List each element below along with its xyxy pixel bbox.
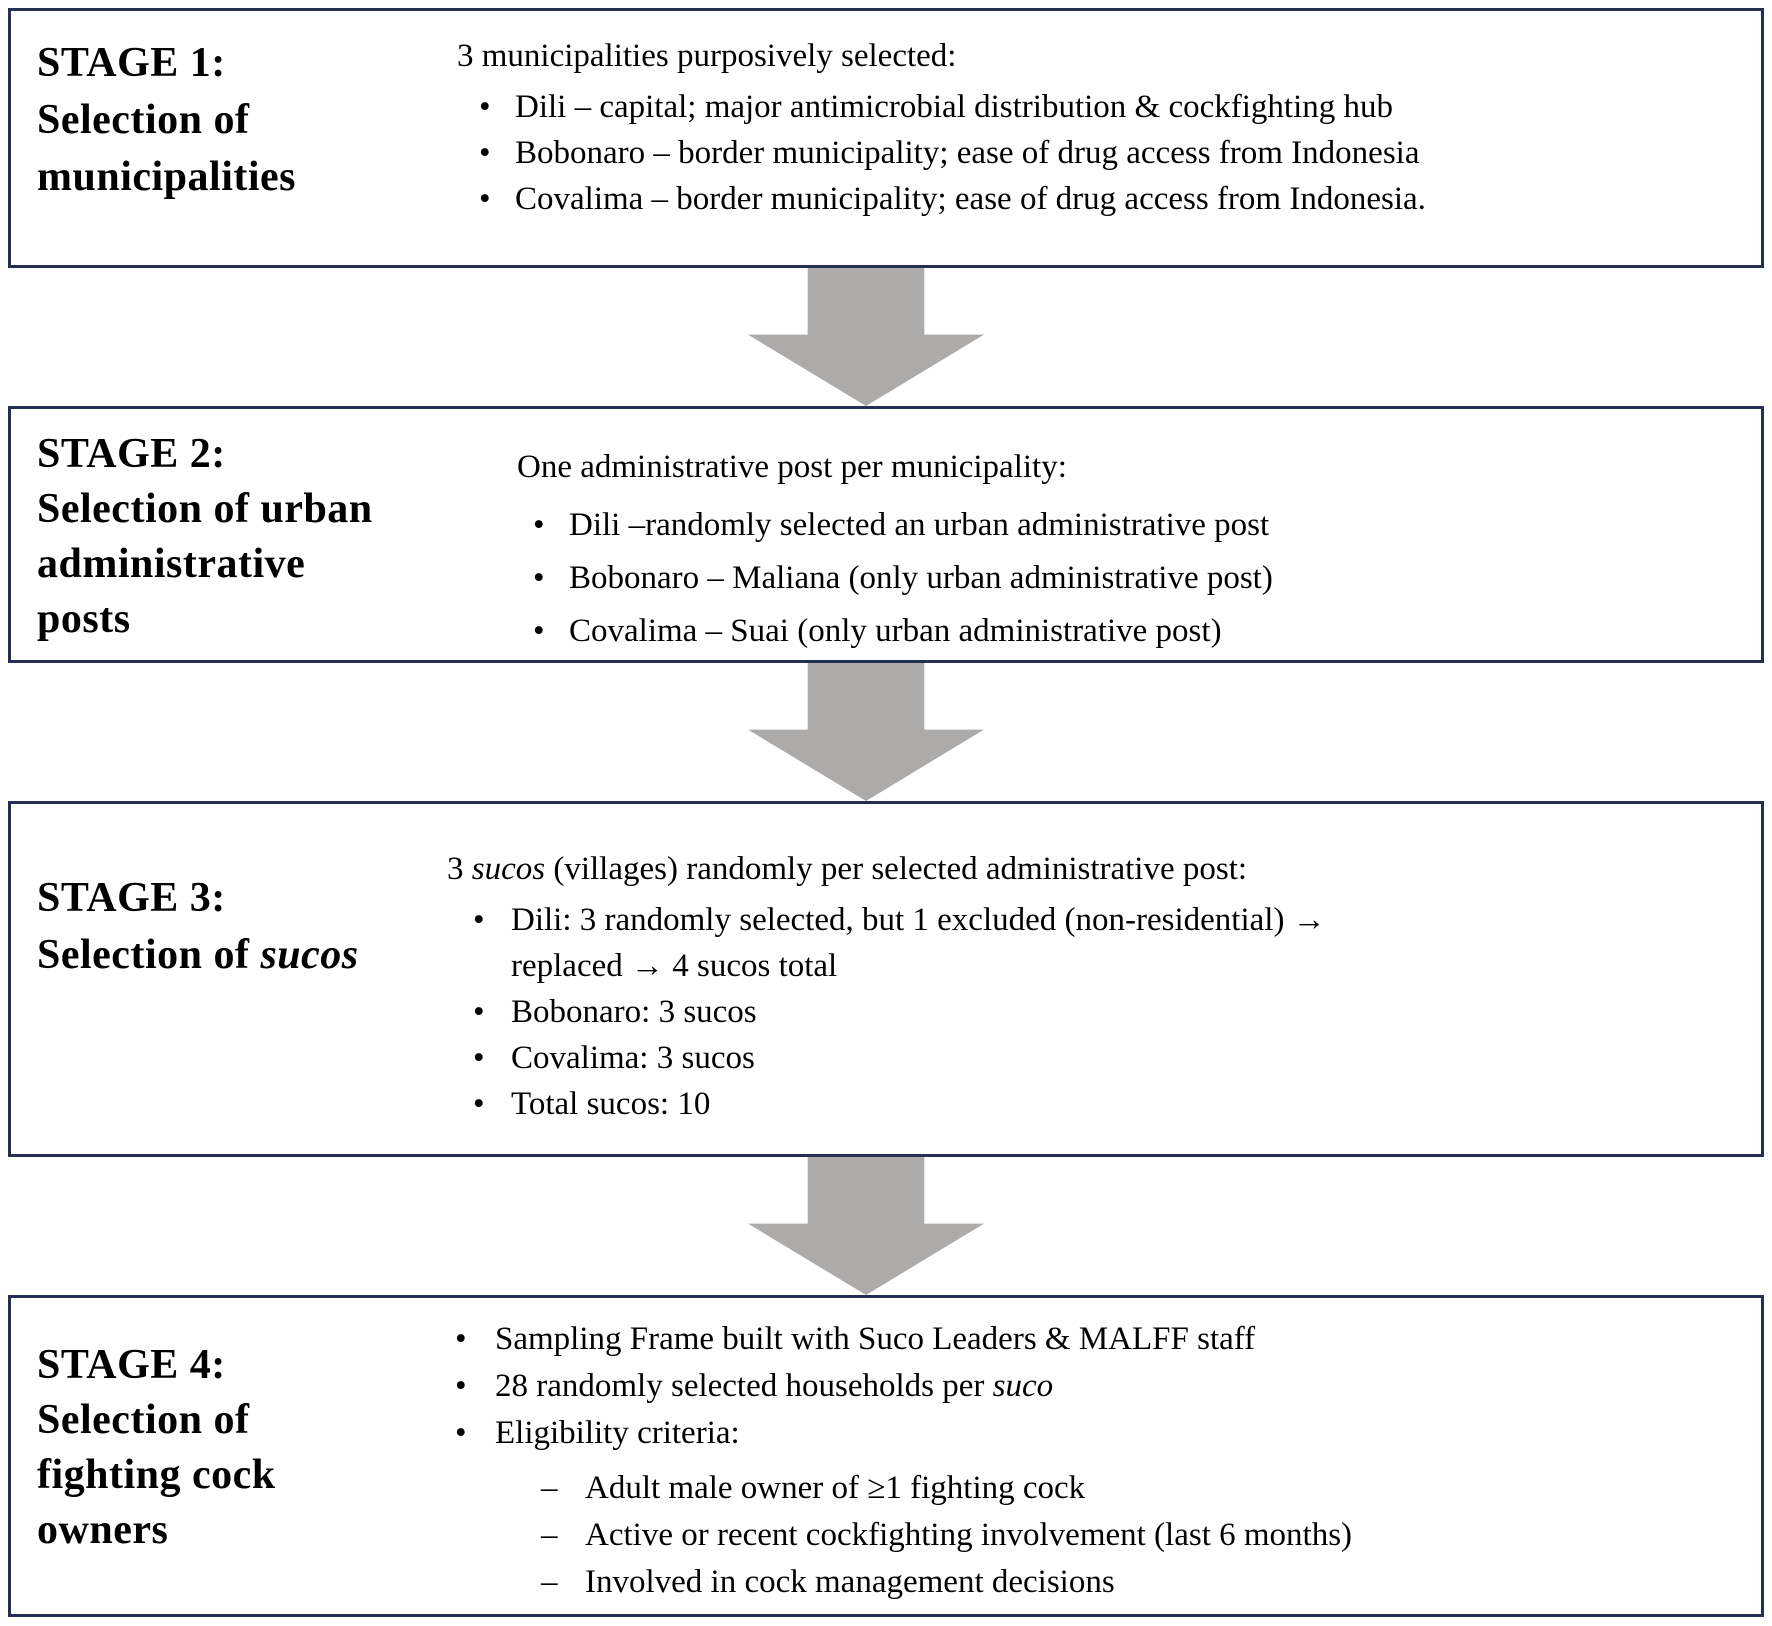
dash-marker: – bbox=[541, 1470, 558, 1506]
sub-bullet-text: Active or recent cockfighting involvemen… bbox=[585, 1517, 1353, 1553]
bullet-italic-word: suco bbox=[992, 1368, 1054, 1404]
bullet-marker: • bbox=[479, 89, 491, 125]
bullet-continuation: replaced → 4 sucos total bbox=[447, 943, 1749, 989]
title-line: Selection of urban bbox=[37, 486, 373, 532]
intro-italic-word: sucos bbox=[471, 851, 546, 887]
bullet-item: • Bobonaro – Maliana (only urban adminis… bbox=[517, 552, 1749, 605]
bullet-text: Dili – capital; major antimicrobial dist… bbox=[515, 89, 1393, 125]
stage-2-content: One administrative post per municipality… bbox=[517, 409, 1761, 660]
down-arrow-1 bbox=[748, 266, 984, 406]
stage-box-2: STAGE 2: Selection of urban administrati… bbox=[8, 406, 1764, 663]
bullet-item: • Eligibility criteria: bbox=[447, 1410, 1749, 1457]
stage-4-content: • Sampling Frame built with Suco Leaders… bbox=[447, 1298, 1761, 1614]
sub-bullet-item: – Adult male owner of ≥1 fighting cock bbox=[447, 1465, 1749, 1512]
bullet-text: Sampling Frame built with Suco Leaders &… bbox=[495, 1321, 1256, 1357]
bullet-text: Dili –randomly selected an urban adminis… bbox=[569, 507, 1270, 543]
bullet-item: • Bobonaro: 3 sucos bbox=[447, 989, 1749, 1035]
intro-line: 3 municipalities purposively selected: bbox=[457, 38, 957, 74]
sub-bullet-item: – Involved in cock management decisions bbox=[447, 1559, 1749, 1606]
bullet-marker: • bbox=[479, 181, 491, 217]
sub-bullet-text: Adult male owner of ≥1 fighting cock bbox=[585, 1470, 1086, 1506]
title-line: Selection of bbox=[37, 1397, 250, 1443]
title-line: STAGE 4: bbox=[37, 1342, 226, 1388]
bullet-text: Covalima – border municipality; ease of … bbox=[515, 181, 1426, 217]
bullet-item: • Covalima: 3 sucos bbox=[447, 1035, 1749, 1081]
intro-line: One administrative post per municipality… bbox=[517, 449, 1067, 485]
bullet-text: 28 randomly selected households per suco bbox=[495, 1368, 1054, 1404]
stage-1-content: 3 municipalities purposively selected: •… bbox=[457, 11, 1761, 265]
bullet-item: • Dili –randomly selected an urban admin… bbox=[517, 499, 1749, 552]
bullet-item: • Covalima – Suai (only urban administra… bbox=[517, 605, 1749, 658]
bullet-marker: • bbox=[533, 613, 545, 649]
bullet-marker: • bbox=[479, 135, 491, 171]
bullet-text: Eligibility criteria: bbox=[495, 1415, 740, 1451]
title-italic-word: sucos bbox=[260, 932, 359, 978]
bullet-marker: • bbox=[533, 507, 545, 543]
stage-1-title: STAGE 1: Selection of municipalities bbox=[11, 11, 457, 265]
bullet-text: Bobonaro – Maliana (only urban administr… bbox=[569, 560, 1273, 596]
title-line: Selection of sucos bbox=[37, 932, 359, 978]
intro-line: 3 sucos (villages) randomly per selected… bbox=[447, 851, 1248, 887]
bullet-text: replaced → 4 sucos total bbox=[511, 948, 838, 984]
title-line: STAGE 1: bbox=[37, 40, 226, 86]
bullet-marker: • bbox=[533, 560, 545, 596]
bullet-marker: • bbox=[473, 1086, 485, 1122]
title-line: owners bbox=[37, 1507, 169, 1553]
bullet-item: • Sampling Frame built with Suco Leaders… bbox=[447, 1316, 1749, 1363]
sub-bullet-item: – Active or recent cockfighting involvem… bbox=[447, 1512, 1749, 1559]
bullet-text: Total sucos: 10 bbox=[511, 1086, 711, 1122]
bullet-item: • 28 randomly selected households per su… bbox=[447, 1363, 1749, 1410]
bullet-item: • Dili – capital; major antimicrobial di… bbox=[457, 84, 1749, 130]
sub-bullet-text: Involved in cock management decisions bbox=[585, 1564, 1115, 1600]
title-line: Selection of bbox=[37, 97, 250, 143]
title-line: STAGE 3: bbox=[37, 875, 226, 921]
stage-box-4: STAGE 4: Selection of fighting cock owne… bbox=[8, 1295, 1764, 1617]
bullet-item: • Dili: 3 randomly selected, but 1 exclu… bbox=[447, 897, 1749, 943]
bullet-text: Bobonaro – border municipality; ease of … bbox=[515, 135, 1420, 171]
bullet-text: Covalima: 3 sucos bbox=[511, 1040, 755, 1076]
stage-box-1: STAGE 1: Selection of municipalities 3 m… bbox=[8, 8, 1764, 268]
title-line: STAGE 2: bbox=[37, 431, 226, 477]
stage-4-title: STAGE 4: Selection of fighting cock owne… bbox=[11, 1298, 447, 1614]
bullet-text: Dili: 3 randomly selected, but 1 exclude… bbox=[511, 902, 1326, 938]
title-line: administrative bbox=[37, 541, 306, 587]
title-line: posts bbox=[37, 596, 131, 642]
bullet-marker: • bbox=[455, 1321, 467, 1357]
stage-3-content: 3 sucos (villages) randomly per selected… bbox=[447, 804, 1761, 1154]
title-line: municipalities bbox=[37, 154, 297, 200]
bullet-marker: • bbox=[473, 994, 485, 1030]
bullet-text: Bobonaro: 3 sucos bbox=[511, 994, 757, 1030]
dash-marker: – bbox=[541, 1564, 558, 1600]
stage-box-3: STAGE 3: Selection of sucos 3 sucos (vil… bbox=[8, 801, 1764, 1157]
bullet-item: • Bobonaro – border municipality; ease o… bbox=[457, 130, 1749, 176]
down-arrow-3 bbox=[748, 1155, 984, 1295]
title-line: fighting cock bbox=[37, 1452, 276, 1498]
bullet-marker: • bbox=[455, 1415, 467, 1451]
down-arrow-2 bbox=[748, 661, 984, 801]
bullet-item: • Covalima – border municipality; ease o… bbox=[457, 176, 1749, 222]
stage-2-title: STAGE 2: Selection of urban administrati… bbox=[11, 409, 517, 660]
bullet-marker: • bbox=[455, 1368, 467, 1404]
bullet-item: • Total sucos: 10 bbox=[447, 1081, 1749, 1127]
dash-marker: – bbox=[541, 1517, 558, 1553]
stage-3-title: STAGE 3: Selection of sucos bbox=[11, 804, 447, 1154]
bullet-text: Covalima – Suai (only urban administrati… bbox=[569, 613, 1222, 649]
bullet-marker: • bbox=[473, 1040, 485, 1076]
bullet-marker: • bbox=[473, 902, 485, 938]
